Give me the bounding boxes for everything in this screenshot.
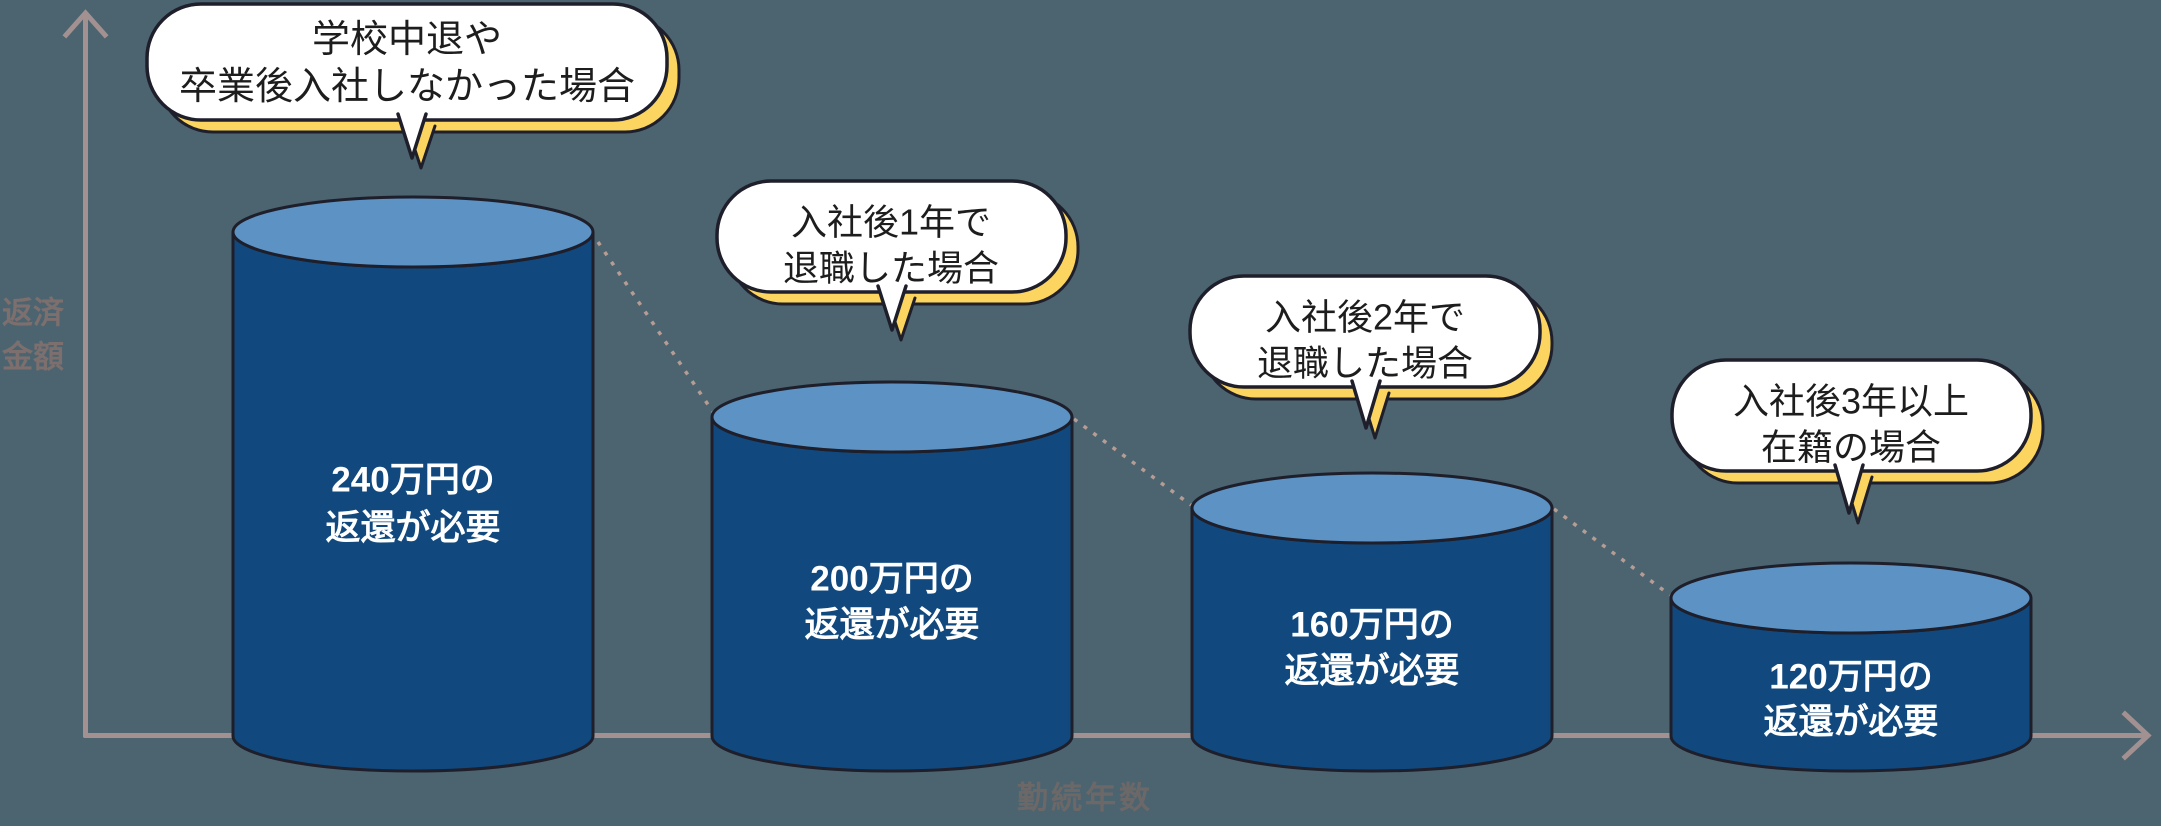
bubble-text-line2: 卒業後入社しなかった場合	[179, 66, 635, 108]
bubble-text-line2: 退職した場合	[1257, 343, 1473, 384]
cylinder-240: 240万円の 返還が必要	[231, 195, 595, 773]
connectors	[596, 241, 1672, 597]
bar-value-line2: 返還が必要	[1284, 652, 1459, 691]
bar-value-line2: 返還が必要	[804, 606, 979, 645]
cylinder-top	[710, 380, 1074, 454]
cylinder-top	[1669, 561, 2033, 635]
bubble-tail	[876, 284, 908, 332]
cylinder-top	[1190, 471, 1554, 545]
y-axis-label-line2: 金額	[1, 340, 64, 375]
bar-value-line1: 160万円の	[1290, 606, 1453, 645]
connector-line-2	[1072, 417, 1193, 507]
speech-bubble-3: 入社後2年で 退職した場合	[1188, 274, 1554, 440]
bubble-text-line2: 退職した場合	[783, 248, 999, 289]
y-axis-arrow-icon	[62, 9, 109, 39]
bubble-text-line1: 入社後3年以上	[1733, 381, 1969, 422]
bar-value-line2: 返還が必要	[325, 509, 500, 548]
bar-value-line1: 200万円の	[810, 560, 973, 599]
speech-bubble-4: 入社後3年以上 在籍の場合	[1670, 358, 2045, 525]
cylinder-120: 120万円の 返還が必要	[1669, 561, 2033, 773]
connector-line-1	[596, 241, 715, 413]
bubble-text-line1: 学校中退や	[312, 19, 502, 61]
cylinder-200: 200万円の 返還が必要	[710, 380, 1074, 773]
speech-bubble-1: 学校中退や 卒業後入社しなかった場合	[145, 2, 681, 170]
bubble-text-line1: 入社後2年で	[1265, 297, 1465, 338]
bubble-tail	[396, 112, 428, 160]
y-axis-label-line1: 返済	[2, 296, 65, 331]
cylinder-160: 160万円の 返還が必要	[1190, 471, 1554, 773]
bar-value-line1: 240万円の	[331, 461, 494, 500]
speech-bubble-2: 入社後1年で 退職した場合	[715, 179, 1080, 342]
cylinder-top	[231, 195, 595, 269]
bubble-text-line2: 在籍の場合	[1761, 427, 1941, 468]
bubble-text-line1: 入社後1年で	[791, 202, 991, 243]
connector-line-3	[1552, 507, 1672, 597]
bar-value-line2: 返還が必要	[1763, 703, 1938, 742]
cylinder-body	[231, 231, 595, 773]
bubble-tail	[1350, 379, 1382, 430]
x-axis-arrow-icon	[2121, 710, 2152, 761]
bubble-tail	[1833, 463, 1865, 515]
bar-value-line1: 120万円の	[1769, 658, 1932, 697]
x-axis-label: 勤続年数	[1017, 781, 1153, 816]
